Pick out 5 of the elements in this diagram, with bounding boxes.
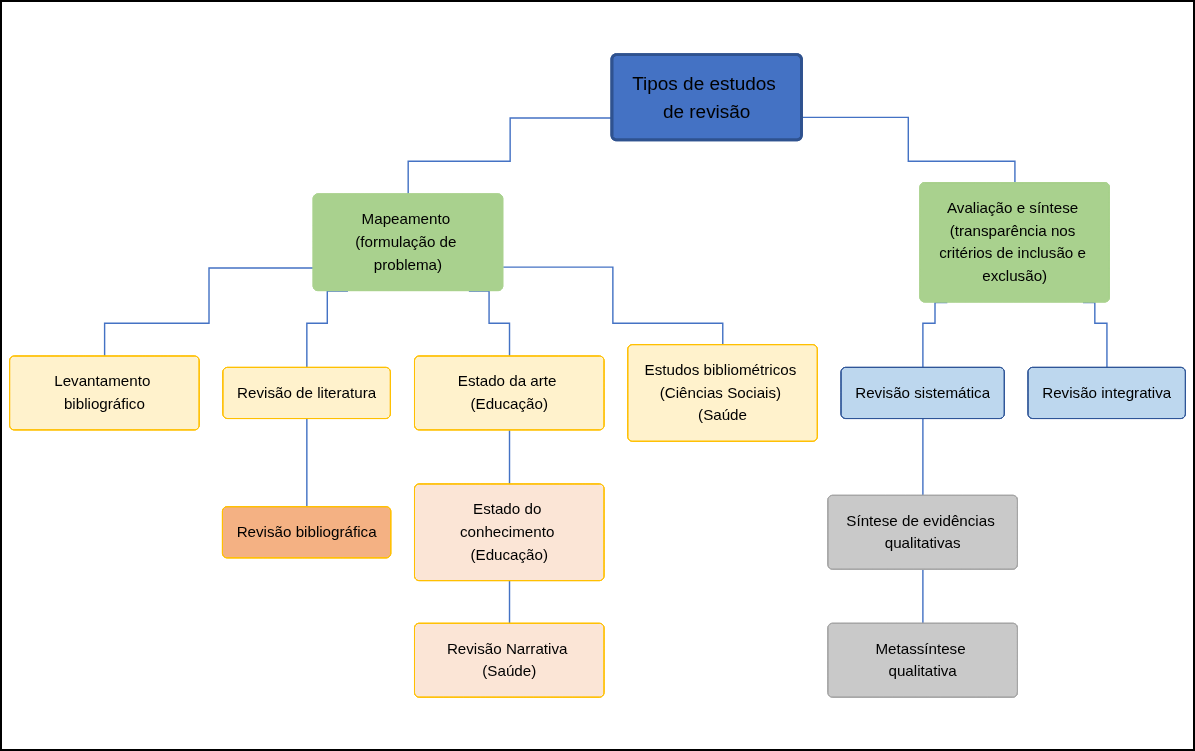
connector xyxy=(502,266,724,346)
connector xyxy=(508,429,511,485)
connector xyxy=(103,266,315,357)
connector xyxy=(801,116,1016,184)
connector xyxy=(306,417,308,508)
